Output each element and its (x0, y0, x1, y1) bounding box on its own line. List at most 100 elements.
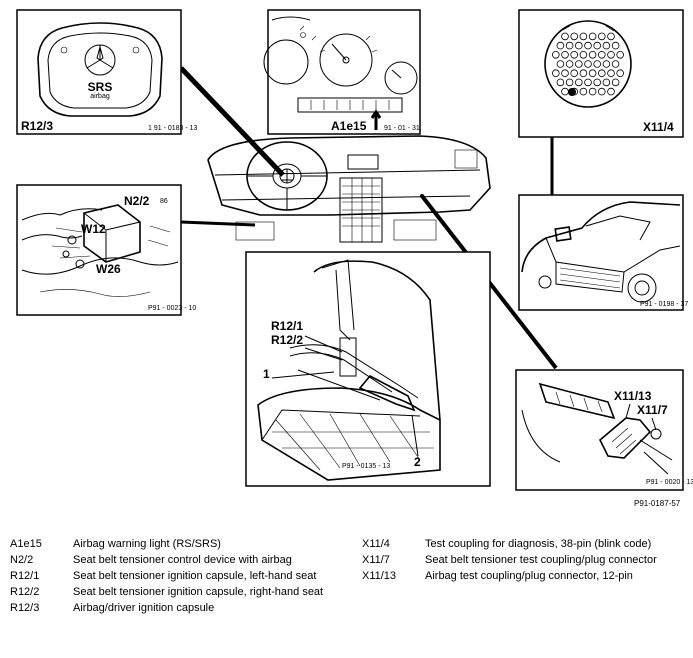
connector-pin (611, 78, 620, 87)
connector-pin (574, 60, 583, 68)
connector-pin (588, 69, 597, 77)
legend-description: Airbag warning light (RS/SRS) (73, 538, 221, 550)
connector-pin (593, 78, 601, 87)
connector-pin (597, 69, 606, 77)
svg-text:P91 - 0020 - 13: P91 - 0020 - 13 (646, 479, 693, 486)
legend-row: R12/3 Airbag/driver ignition capsule (10, 600, 345, 616)
connector-pin (616, 69, 624, 77)
label-r12-1: R12/1 (271, 319, 303, 333)
legend-code: X11/4 (362, 538, 390, 550)
svg-text:1 91 - 0183 - 13: 1 91 - 0183 - 13 (148, 125, 198, 132)
connector-pin (561, 32, 569, 41)
connector-pin (607, 32, 615, 41)
connector-pin (574, 78, 583, 87)
connector-pin (561, 69, 569, 77)
legend-code: R12/1 (10, 570, 40, 582)
panel-diagnostic-connector: X11/4 (518, 9, 684, 138)
component-location-diagram: airbag SRS R12/3 1 91 - 0183 - 13 A1e15 … (16, 9, 693, 508)
label-x11-4: X11/4 (643, 120, 674, 134)
svg-text:airbag: airbag (90, 93, 110, 100)
legend-description: Seat belt tensioner ignition capsule, le… (73, 570, 317, 582)
connector-pin (584, 60, 592, 68)
legend-row: X11/13 Airbag test coupling/plug connecto… (362, 568, 687, 584)
connector-pin (556, 78, 565, 87)
connector-pin (602, 41, 611, 50)
figure-reference: P91-0187-57 (634, 499, 681, 508)
legend-description: Test coupling for diagnosis, 38-pin (bli… (425, 538, 652, 550)
label-r12-2: R12/2 (271, 333, 303, 347)
panel-car-front: P91 - 0198 - 37 (518, 194, 688, 311)
connector-pin (579, 50, 588, 59)
legend-row: N2/2 Seat belt tensioner control device w… (10, 552, 345, 568)
connector-pin (597, 32, 606, 41)
legend-code: R12/3 (10, 602, 40, 614)
legend-row: X11/7 Seat belt tensioner test coupling/p… (362, 552, 687, 568)
legend-right: X11/4 Test coupling for diagnosis, 38-pin… (362, 536, 687, 584)
connector-pin (551, 50, 560, 59)
legend-row: X11/4 Test coupling for diagnosis, 38-pin… (362, 536, 687, 552)
legend-row: R12/1 Seat belt tensioner ignition capsul… (10, 568, 345, 584)
connector-pin (556, 60, 565, 68)
label-w12: W12 (81, 222, 106, 236)
connector-pin (588, 87, 597, 96)
connector-pin (556, 41, 565, 50)
legend-description: Airbag/driver ignition capsule (73, 602, 215, 614)
svg-text:P91 - 0135 - 13: P91 - 0135 - 13 (342, 463, 390, 470)
panel-airbag-steering: airbag SRS R12/3 1 91 - 0183 - 13 (16, 9, 198, 135)
connector-pin (579, 87, 588, 96)
connector-pin (607, 50, 615, 59)
legend-description: Airbag test coupling/plug connector, 12-… (425, 570, 633, 582)
panel-seat-tensioner: R12/1 R12/2 1 2 P91 - 0135 - 13 (245, 251, 491, 487)
connector-pin (593, 60, 601, 68)
label-part-1: 1 (263, 367, 270, 381)
legend-description: Seat belt tensioner test coupling/plug c… (425, 554, 657, 566)
label-r12-3: R12/3 (21, 119, 53, 133)
label-x11-7: X11/7 (637, 403, 668, 417)
connector-pin (588, 32, 597, 41)
connector-pin (570, 69, 578, 77)
connector-pin (597, 50, 606, 59)
connector-pin (584, 78, 592, 87)
dashboard-illustration (207, 135, 491, 243)
connector-pin (597, 87, 606, 96)
connector-pin (593, 41, 601, 50)
connector-pin (588, 50, 597, 59)
legend-code: N2/2 (10, 554, 34, 566)
connector-pin (602, 78, 611, 87)
connector-pin (579, 32, 588, 41)
panel-test-couplings: X11/13 X11/7 P91 - 0020 - 13 (515, 369, 693, 491)
connector-pin (607, 69, 615, 77)
svg-text:P91 - 0023 - 10: P91 - 0023 - 10 (148, 305, 196, 312)
connector-pin (570, 32, 578, 41)
svg-text:P91 - 0198 - 37: P91 - 0198 - 37 (640, 301, 688, 308)
connector-pin (565, 41, 574, 50)
connector-pin (607, 87, 615, 96)
legend-description: Seat belt tensioner control device with … (73, 554, 292, 566)
legend-code: X11/13 (362, 570, 397, 582)
connector-pin (574, 41, 583, 50)
label-n2-2: N2/2 (124, 194, 150, 208)
connector-pin (584, 41, 592, 50)
srs-logo-text: SRS (88, 80, 113, 94)
legend-description: Seat belt tensioner ignition capsule, ri… (73, 586, 324, 598)
label-x11-13: X11/13 (614, 389, 652, 403)
panel-instrument-cluster: A1e15 91 - 01 - 31 (263, 9, 421, 135)
label-part-2: 2 (414, 455, 421, 469)
connector-pin (616, 50, 624, 59)
svg-text:91 - 01 - 31: 91 - 01 - 31 (384, 125, 420, 132)
connector-pin (611, 60, 620, 68)
label-w26: W26 (96, 262, 121, 276)
legend-code: A1e15 (10, 538, 42, 550)
connector-pin (551, 69, 560, 77)
connector-pin (602, 60, 611, 68)
connector-pin (561, 87, 569, 96)
panel-control-device: N2/2 86 W12 W26 P91 - 0023 - 10 (16, 184, 196, 316)
connector-pin (561, 50, 569, 59)
connector-pins (551, 32, 624, 96)
connector-pin (565, 78, 574, 87)
legend-code: X11/7 (362, 554, 390, 566)
svg-text:86: 86 (160, 198, 168, 205)
connector-pin (570, 50, 578, 59)
